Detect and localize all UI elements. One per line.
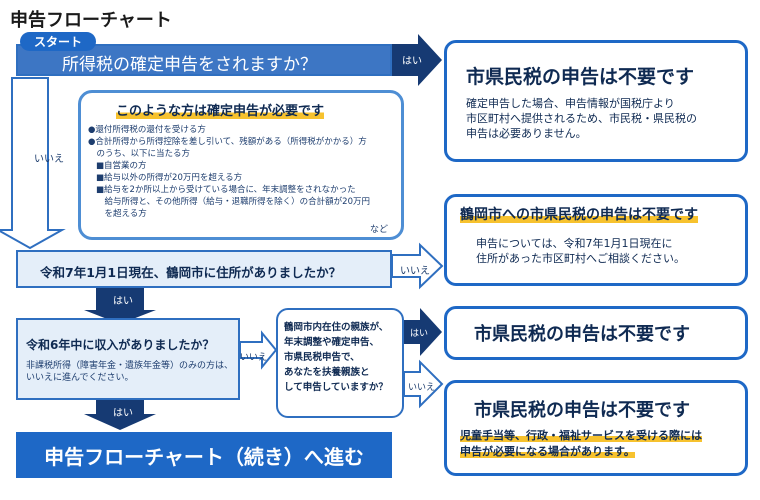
r2-title: 鶴岡市への市県民税の申告は不要です bbox=[460, 204, 698, 224]
q2-yes-label: はい bbox=[113, 296, 133, 307]
q2-no-label: いいえ bbox=[400, 266, 430, 277]
r1-body-line: 確定申告した場合、申告情報が国税庁より bbox=[466, 97, 675, 110]
arrow-q4-no bbox=[403, 359, 444, 409]
info-line: 給与所得と、その他所得（給与・退職所得を除く）の合計額が20万円 bbox=[96, 197, 370, 207]
r2-body-line: 住所があった市区町村へご相談ください。 bbox=[476, 252, 685, 265]
info-line: を超える方 bbox=[96, 209, 147, 219]
q4-no-label: いいえ bbox=[408, 383, 436, 393]
q4-yes-label: はい bbox=[410, 329, 429, 339]
q3-note: 非課税所得（障害年金・遺族年金等）のみの方は、 いいえに進んでください。 bbox=[26, 360, 233, 384]
result-not-required-3 bbox=[444, 306, 748, 360]
q3-note-line: 非課税所得（障害年金・遺族年金等）のみの方は、 bbox=[26, 361, 234, 371]
q2-text: 令和7年1月1日現在、鶴岡市に住所がありましたか？ bbox=[40, 265, 342, 280]
r1-title: 市県民税の申告は不要です bbox=[466, 66, 695, 88]
r4-note-line: 児童手当等、行政・福祉サービスを受ける際には bbox=[460, 429, 702, 442]
arrow-q3-no bbox=[239, 330, 278, 370]
info-line: ●還付所得税の還付を受ける方 bbox=[88, 125, 206, 135]
r4-note: 児童手当等、行政・福祉サービスを受ける際には 申告が必要になる場合があります。 bbox=[460, 428, 702, 460]
r2-body: 申告については、令和7年1月1日現在に 住所があった市区町村へご相談ください。 bbox=[476, 236, 685, 266]
start-tag: スタート bbox=[20, 32, 97, 51]
q1-no-label: いいえ bbox=[34, 154, 64, 165]
r2-title-text: 鶴岡市への市県民税の申告は不要です bbox=[460, 207, 698, 223]
question-income-2024 bbox=[16, 318, 240, 400]
q4-line: 鶴岡市内在住の親族が、 bbox=[284, 322, 389, 333]
result-not-required-4 bbox=[444, 380, 748, 476]
arrow-q2-yes bbox=[84, 288, 156, 324]
q4-text: 鶴岡市内在住の親族が、 年末調整や確定申告、 市県民税申告で、 あなたを扶養親族… bbox=[284, 320, 388, 395]
r4-note-line: 申告が必要になる場合があります。 bbox=[460, 445, 635, 458]
q4-line: 市県民税申告で、 bbox=[284, 352, 360, 363]
info-box-title: このような方は確定申告が必要です bbox=[116, 100, 325, 119]
q4-line: して申告していますか？ bbox=[284, 382, 388, 393]
r2-body-line: 申告については、令和7年1月1日現在に bbox=[476, 237, 673, 250]
next-flowchart-button[interactable]: 申告フローチャート（続き）へ進む bbox=[16, 432, 392, 478]
q4-line: 年末調整や確定申告、 bbox=[284, 337, 380, 348]
info-box-etc: など bbox=[370, 225, 389, 235]
arrow-q1-yes bbox=[392, 34, 442, 86]
info-line: のうち、以下に当たる方 bbox=[88, 149, 191, 159]
arrow-q2-no bbox=[391, 242, 444, 290]
next-flowchart-label: 申告フローチャート（続き）へ進む bbox=[44, 444, 364, 469]
q1-text: 所得税の確定申告をされますか？ bbox=[62, 55, 317, 75]
r1-body: 確定申告した場合、申告情報が国税庁より 市区町村へ提供されるため、市民税・県民税… bbox=[466, 96, 697, 141]
q3-yes-label: はい bbox=[113, 408, 133, 419]
q3-title: 令和6年中に収入がありましたか？ bbox=[26, 338, 215, 352]
page-title: 申告フローチャート bbox=[10, 10, 172, 31]
info-box-title-text: このような方は確定申告が必要です bbox=[116, 104, 325, 119]
info-line: ■給与を2か所以上から受けている場合に、年末調整をされなかった bbox=[96, 185, 356, 195]
r1-body-line: 市区町村へ提供されるため、市民税・県民税の bbox=[466, 112, 697, 125]
q4-line: あなたを扶養親族と bbox=[284, 367, 370, 378]
q3-no-label: いいえ bbox=[240, 353, 268, 363]
info-box-lines: ●還付所得税の還付を受ける方 ●合計所得から所得控除を差し引いて、残額がある（所… bbox=[88, 124, 370, 220]
arrow-q4-yes bbox=[404, 308, 442, 356]
arrow-q1-no bbox=[0, 77, 66, 250]
result-not-required-1 bbox=[444, 40, 748, 162]
arrow-q3-yes bbox=[84, 400, 156, 430]
q3-note-line: いいえに進んでください。 bbox=[26, 373, 134, 383]
q1-yes-label: はい bbox=[402, 56, 422, 67]
info-line: ■自営業の方 bbox=[96, 161, 147, 171]
info-line: ■給与以外の所得が20万円を超える方 bbox=[96, 173, 243, 183]
r4-title: 市県民税の申告は不要です bbox=[474, 400, 690, 421]
r3-title: 市県民税の申告は不要です bbox=[474, 324, 690, 345]
question-dependent-relative bbox=[276, 308, 404, 418]
question-tsuruoka-address bbox=[16, 250, 392, 288]
r1-body-line: 申告は必要ありません。 bbox=[466, 127, 587, 140]
info-line: ●合計所得から所得控除を差し引いて、残額がある（所得税がかかる）方 bbox=[88, 137, 367, 147]
